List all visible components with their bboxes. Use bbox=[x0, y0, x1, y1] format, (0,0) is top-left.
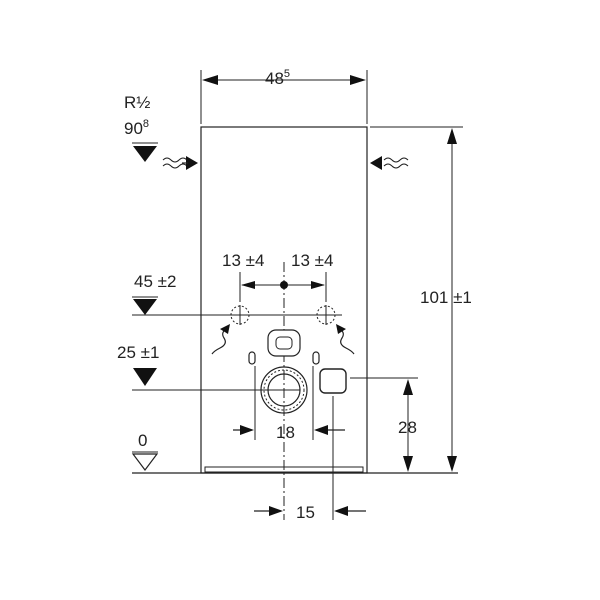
electrical-box bbox=[319, 368, 347, 394]
supply-connection-left bbox=[230, 305, 250, 325]
inlet-arrow-right-icon bbox=[370, 156, 382, 170]
arrow-down-icon bbox=[447, 456, 457, 472]
arrow-up-icon bbox=[447, 128, 457, 144]
width-15-label: 15 bbox=[296, 503, 315, 522]
arrow-right-icon bbox=[269, 506, 283, 516]
level-triangle-icon bbox=[133, 368, 157, 386]
height-total-label: 101 ±1 bbox=[420, 288, 472, 307]
level-25-label: 25 ±1 bbox=[117, 343, 159, 362]
arrow-down-icon bbox=[403, 456, 413, 472]
level-triangle-icon bbox=[133, 146, 157, 162]
arrow-right-icon bbox=[311, 281, 325, 289]
arrow-right-icon bbox=[240, 425, 254, 435]
fixing-bolt-right bbox=[312, 351, 320, 365]
width-18-label: 18 bbox=[276, 423, 295, 442]
inlet-arrow-left-icon bbox=[186, 156, 198, 170]
center-dot bbox=[280, 281, 288, 289]
pipe-size-label: R½ bbox=[124, 93, 150, 112]
flush-pipe bbox=[267, 329, 301, 357]
arrow-up-icon bbox=[403, 379, 413, 395]
width-label: 485 bbox=[265, 68, 290, 88]
fixing-bolt-left bbox=[248, 351, 256, 365]
height-28-label: 28 bbox=[398, 418, 417, 437]
arrow-left-icon bbox=[314, 425, 328, 435]
level-0-label: 0 bbox=[138, 431, 147, 450]
level-45-label: 45 ±2 bbox=[134, 272, 176, 291]
hose-left-icon bbox=[211, 324, 230, 355]
arrow-left-icon bbox=[202, 75, 218, 85]
drain-outlet bbox=[260, 366, 308, 414]
water-supply-icon bbox=[162, 157, 188, 169]
pipe-height-label: 908 bbox=[124, 118, 149, 138]
water-supply-icon bbox=[383, 157, 409, 169]
level-triangle-icon bbox=[133, 299, 157, 315]
offset-right-label: 13 ±4 bbox=[291, 251, 333, 270]
supply-connection-right bbox=[316, 305, 336, 325]
arrow-left-icon bbox=[241, 281, 255, 289]
arrow-left-icon bbox=[334, 506, 348, 516]
offset-left-label: 13 ±4 bbox=[222, 251, 264, 270]
level-triangle-outline-icon bbox=[131, 453, 159, 471]
hose-right-icon bbox=[336, 324, 355, 355]
arrow-right-icon bbox=[350, 75, 366, 85]
